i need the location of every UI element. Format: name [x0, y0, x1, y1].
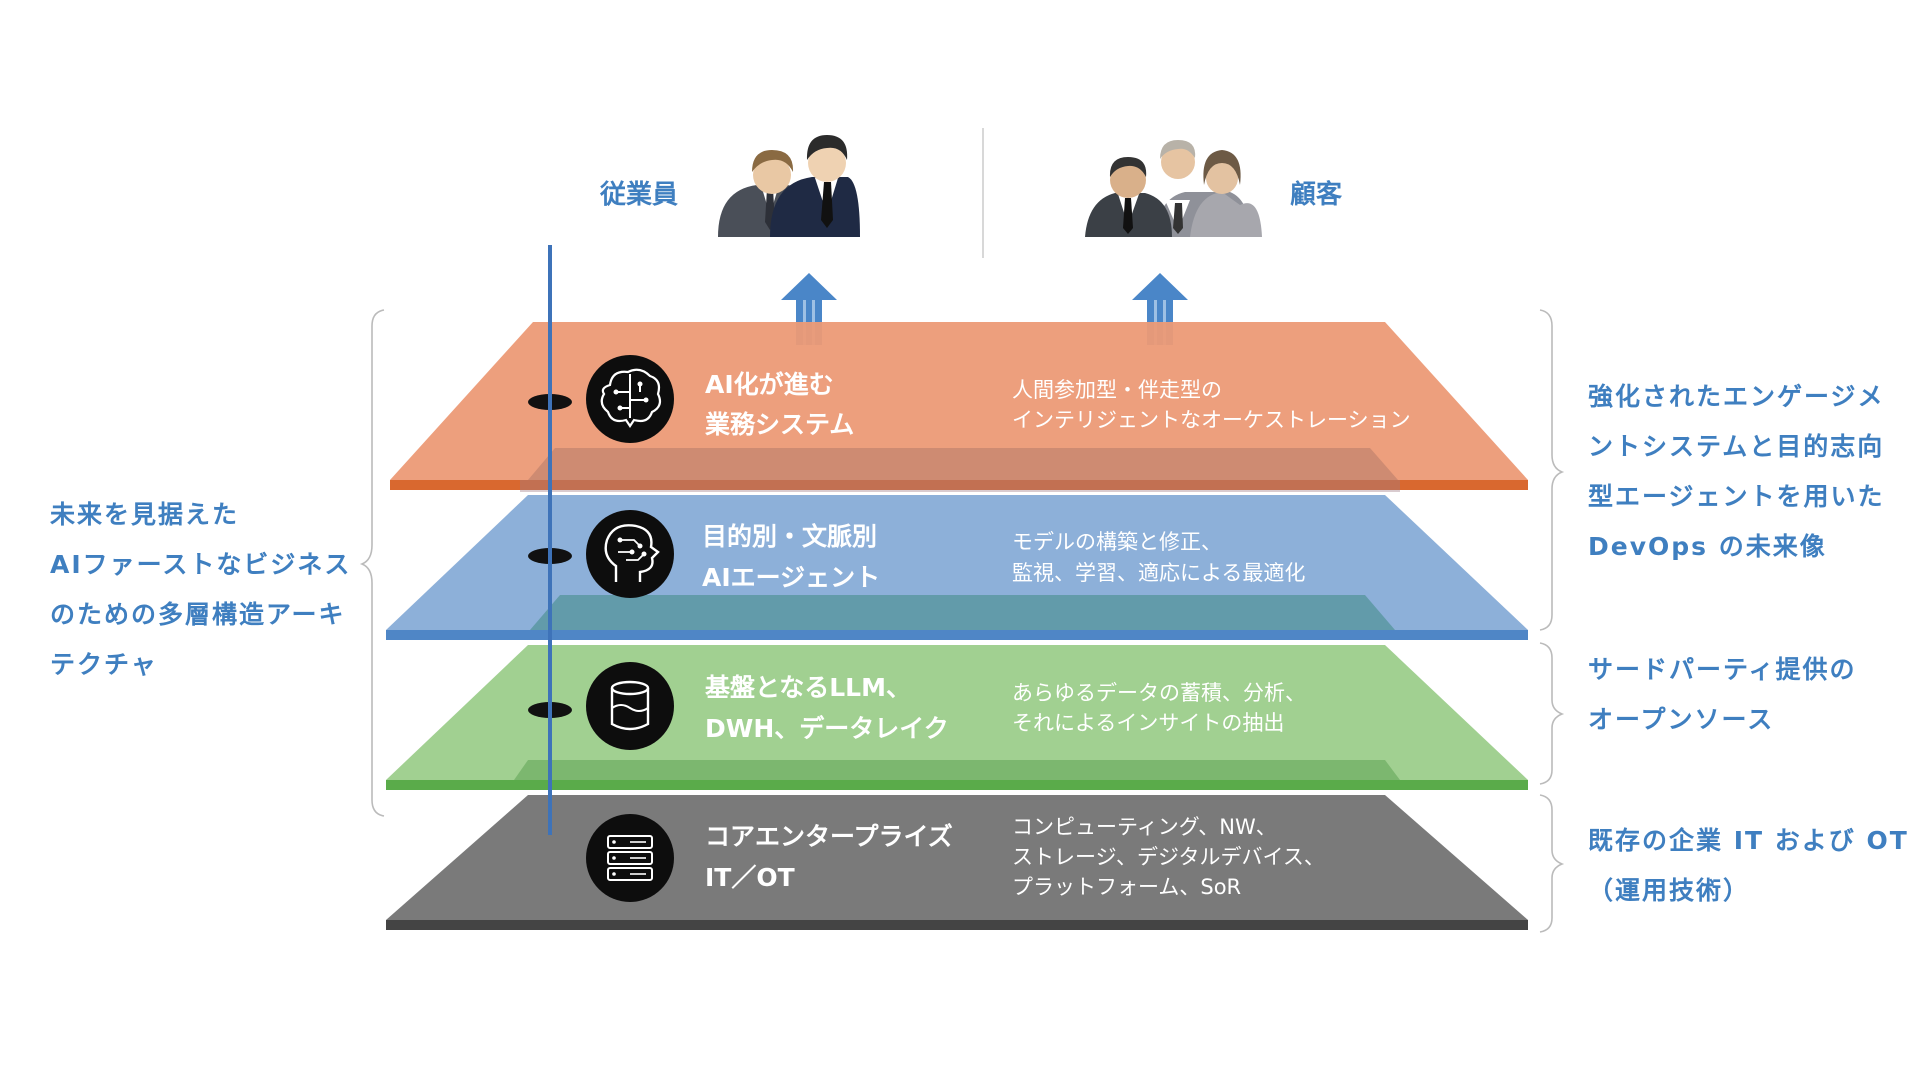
right-note-existing-it: 既存の企業 IT および OT （運用技術）	[1588, 816, 1909, 916]
right-note-line: 既存の企業 IT および OT	[1588, 826, 1909, 855]
right-note-line: 型エージェントを用いた	[1588, 482, 1885, 511]
layer-agents-title-1: 目的別・文脈別	[702, 522, 877, 551]
right-note-line: サードパーティ提供の	[1588, 655, 1857, 684]
layer-business-title-2: 業務システム	[705, 410, 854, 439]
database-icon	[586, 662, 674, 750]
left-architecture-note: 未来を見据えた AIファーストなビジネス のための多層構造アーキ テクチャ	[50, 490, 351, 690]
layer-foundation-edge	[386, 780, 1528, 790]
layer-foundation-title-2: DWH、データレイク	[705, 714, 949, 743]
layer-business-title-1: AI化が進む	[705, 370, 834, 399]
layer-foundation-desc-1: あらゆるデータの蓄積、分析、	[1012, 681, 1306, 705]
layer-core-desc-1: コンピューティング、NW、	[1012, 815, 1277, 839]
employees-label: 従業員	[599, 180, 678, 210]
layer-core-desc-2: ストレージ、デジタルデバイス、	[1012, 845, 1325, 869]
left-note-line: のための多層構造アーキ	[50, 600, 346, 629]
layer-business-plate	[390, 322, 1528, 480]
right-brace-business-agents	[1539, 309, 1565, 631]
layer-foundation-desc-2: それによるインサイトの抽出	[1012, 711, 1284, 735]
layer-core-title-2: IT／OT	[705, 863, 795, 892]
layer-core-desc-3: プラットフォーム、SoR	[1012, 875, 1241, 899]
layer-agents-edge	[386, 630, 1528, 640]
layer-agents	[386, 495, 1528, 640]
left-note-line: 未来を見据えた	[50, 500, 240, 529]
right-note-open-source: サードパーティ提供の オープンソース	[1588, 645, 1857, 745]
right-brace-foundation	[1539, 642, 1565, 785]
right-brace-core	[1539, 794, 1565, 933]
right-note-line: オープンソース	[1588, 705, 1775, 734]
layer-connector-pole	[528, 245, 572, 835]
layer-foundation-plate	[386, 645, 1528, 780]
layer-core-edge	[386, 920, 1528, 930]
employees-people-icon	[718, 135, 860, 237]
layer-business	[390, 322, 1528, 492]
right-note-line: ントシステムと目的志向	[1588, 432, 1885, 461]
layer-agents-title-2: AIエージェント	[702, 563, 880, 592]
right-note-line: （運用技術）	[1588, 876, 1751, 905]
layer-agents-desc-1: モデルの構築と修正、	[1012, 530, 1222, 554]
layer-business-desc-1: 人間参加型・伴走型の	[1012, 378, 1222, 402]
customers-label: 顧客	[1290, 179, 1343, 210]
layer-business-desc-2: インテリジェントなオーケストレーション	[1012, 408, 1411, 432]
right-note-line: DevOps の未来像	[1588, 532, 1827, 561]
ai-head-icon	[586, 510, 674, 598]
brain-circuit-icon	[586, 355, 674, 443]
layer-core-it	[386, 795, 1528, 930]
right-note-engagement: 強化されたエンゲージメ ントシステムと目的志向 型エージェントを用いた DevO…	[1588, 372, 1885, 572]
left-brace	[359, 309, 385, 817]
layer-foundation	[386, 645, 1528, 790]
customers-people-icon	[1085, 140, 1262, 237]
server-icon	[586, 814, 674, 902]
left-note-line: テクチャ	[50, 650, 158, 679]
layer-core-title-1: コアエンタープライズ	[705, 822, 953, 851]
layer-agents-desc-2: 監視、学習、適応による最適化	[1012, 561, 1305, 585]
right-note-line: 強化されたエンゲージメ	[1588, 382, 1885, 411]
left-note-line: AIファーストなビジネス	[50, 550, 352, 579]
layer-core-plate	[386, 795, 1528, 920]
layer-foundation-title-1: 基盤となるLLM、	[705, 673, 911, 702]
layer-business-edge	[390, 480, 1528, 490]
